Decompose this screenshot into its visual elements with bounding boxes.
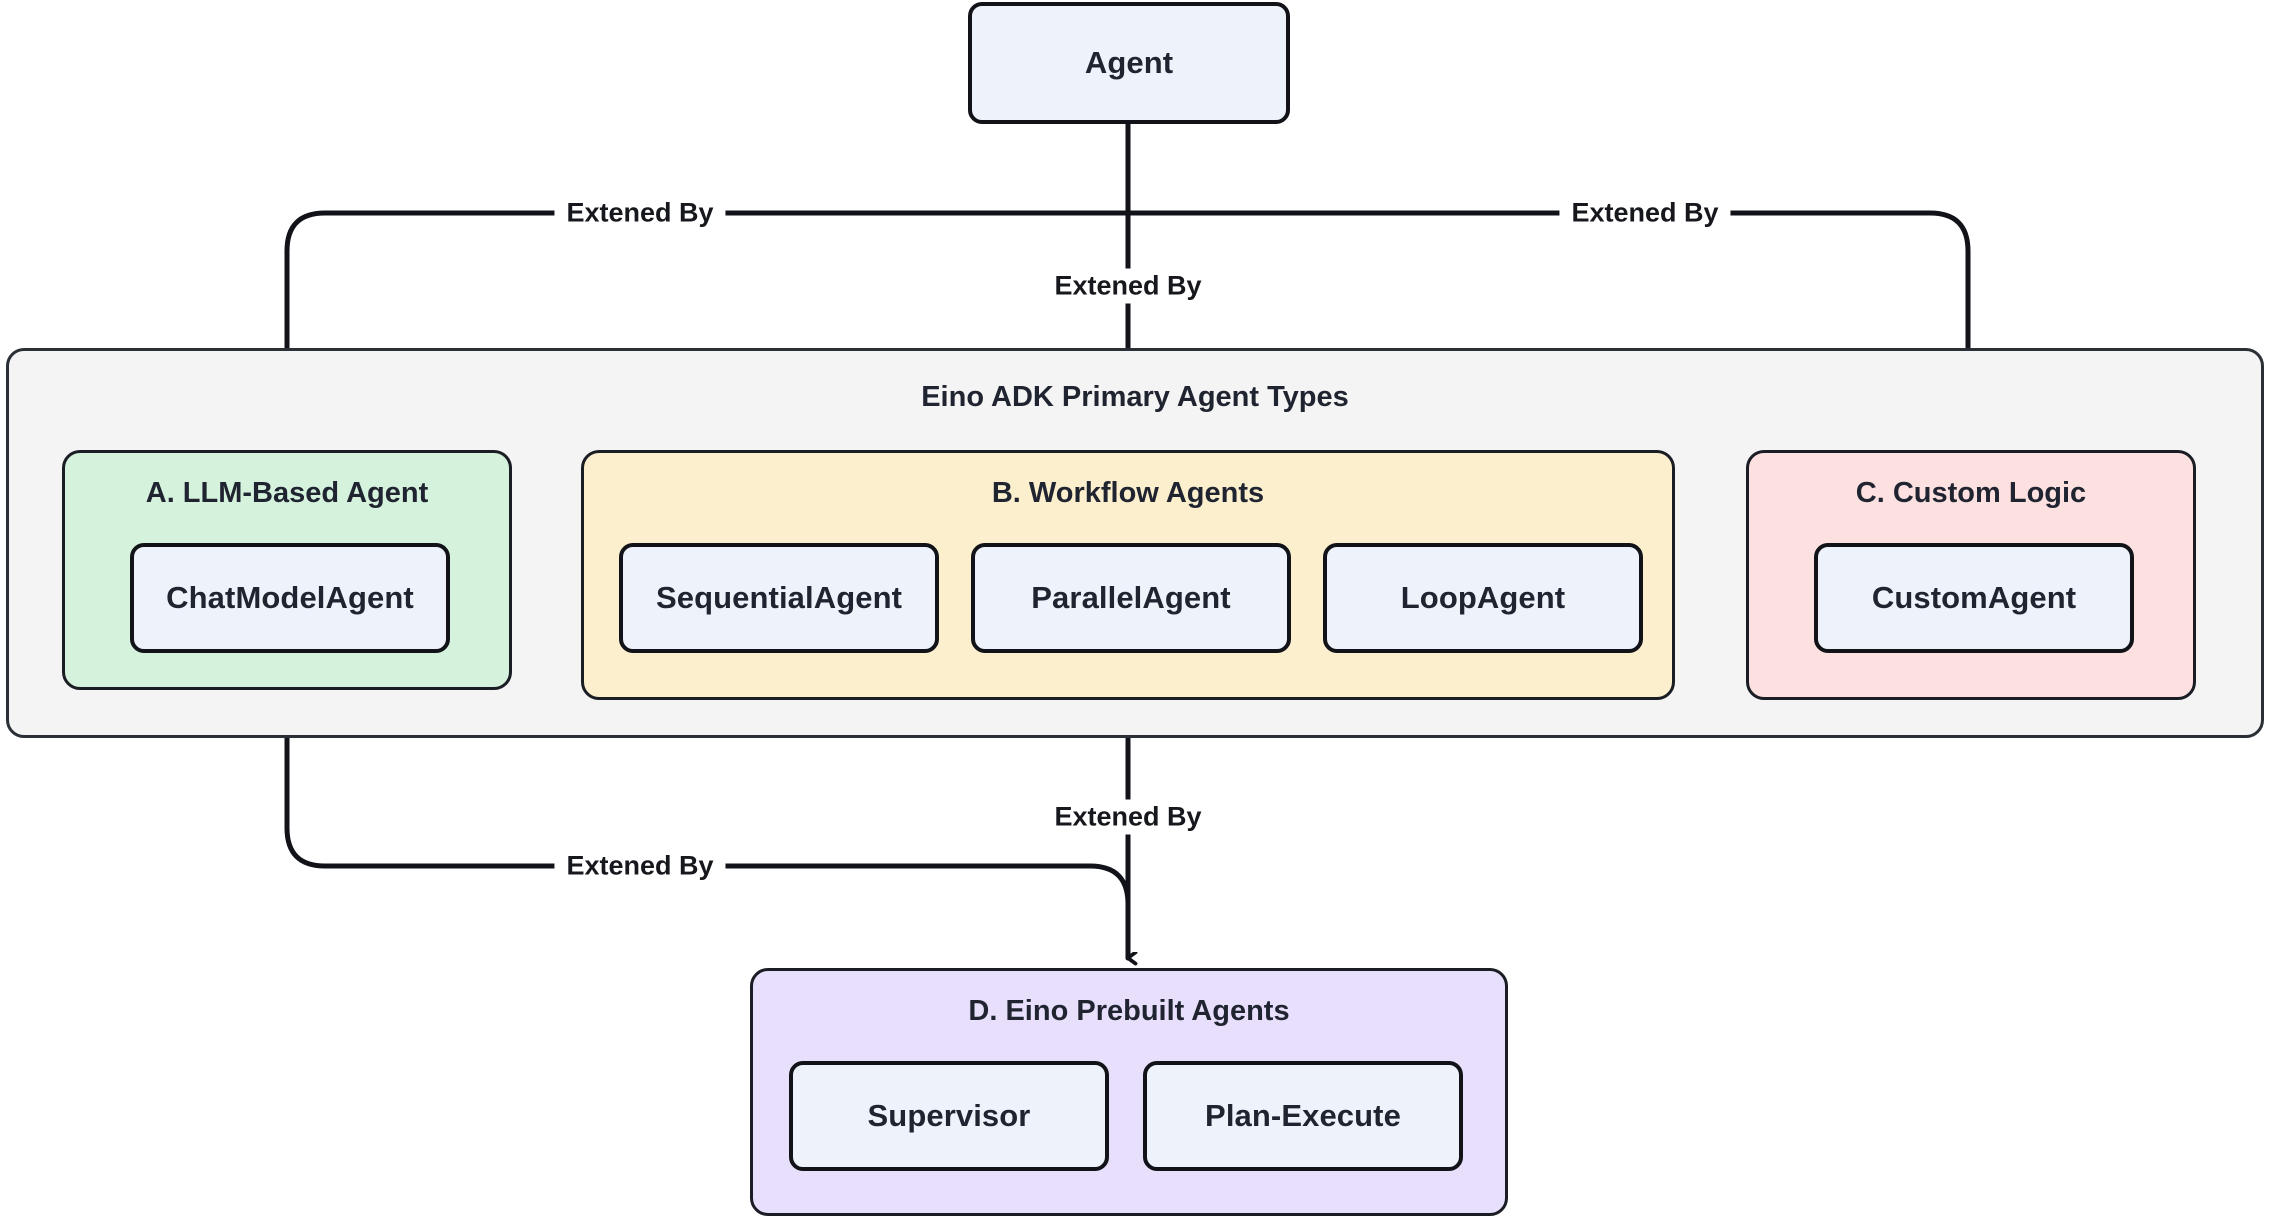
edge-label-workflow-to-prebuilt: Extened By	[1042, 799, 1214, 835]
node-sequentialagent-label: SequentialAgent	[655, 580, 903, 615]
cluster-custom-logic-label: C. Custom Logic	[1855, 477, 2087, 509]
cluster-llm-based-agent: A. LLM-Based Agent ChatModelAgent	[62, 450, 512, 690]
node-supervisor-label: Supervisor	[867, 1098, 1031, 1133]
node-parallelagent-label: ParallelAgent	[1031, 580, 1231, 615]
node-supervisor[interactable]: Supervisor	[789, 1061, 1109, 1171]
node-customagent-label: CustomAgent	[1871, 580, 2077, 615]
cluster-custom-logic: C. Custom Logic CustomAgent	[1746, 450, 2196, 700]
cluster-workflow-agents: B. Workflow Agents SequentialAgent Paral…	[581, 450, 1675, 700]
node-plan-execute[interactable]: Plan-Execute	[1143, 1061, 1463, 1171]
node-parallelagent[interactable]: ParallelAgent	[971, 543, 1291, 653]
node-plan-execute-label: Plan-Execute	[1205, 1098, 1401, 1133]
cluster-eino-prebuilt-agents: D. Eino Prebuilt Agents Supervisor Plan-…	[750, 968, 1508, 1216]
edge-label-llm-to-prebuilt: Extened By	[554, 848, 726, 884]
edge-label-agent-to-workflow: Extened By	[1042, 268, 1214, 304]
cluster-eino-adk-primary-agent-types-label: Eino ADK Primary Agent Types	[921, 381, 1349, 413]
node-chatmodelagent[interactable]: ChatModelAgent	[130, 543, 450, 653]
edge-label-agent-to-custom: Extened By	[1559, 195, 1731, 231]
node-chatmodelagent-label: ChatModelAgent	[166, 580, 414, 615]
node-loopagent-label: LoopAgent	[1400, 580, 1566, 615]
node-agent[interactable]: Agent	[968, 2, 1290, 124]
node-agent-label: Agent	[1084, 45, 1174, 80]
node-loopagent[interactable]: LoopAgent	[1323, 543, 1643, 653]
cluster-workflow-agents-label: B. Workflow Agents	[991, 477, 1265, 509]
node-customagent[interactable]: CustomAgent	[1814, 543, 2134, 653]
node-sequentialagent[interactable]: SequentialAgent	[619, 543, 939, 653]
cluster-llm-based-agent-label: A. LLM-Based Agent	[145, 477, 429, 509]
edge-label-agent-to-llm: Extened By	[554, 195, 726, 231]
cluster-eino-prebuilt-agents-label: D. Eino Prebuilt Agents	[968, 995, 1290, 1027]
